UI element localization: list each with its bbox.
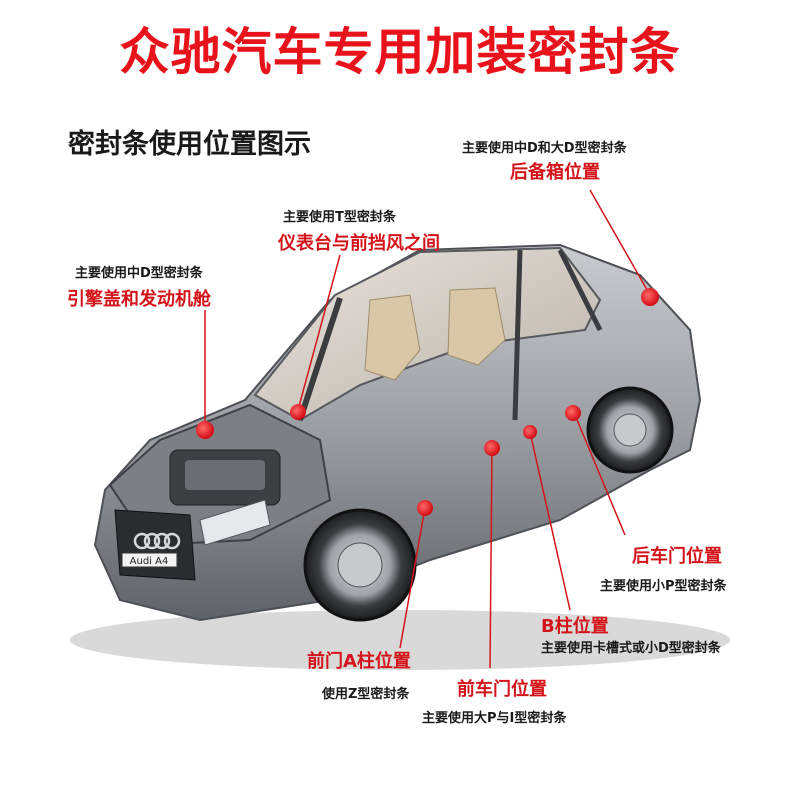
- marker-front-door: [484, 440, 500, 456]
- marker-engine: [196, 421, 214, 439]
- engine-desc: 主要使用中D型密封条: [75, 266, 203, 281]
- a-pillar-desc: 使用Z型密封条: [322, 687, 410, 702]
- marker-rear-door: [565, 405, 581, 421]
- marker-b-pillar: [523, 425, 537, 439]
- diagram-subtitle: 密封条使用位置图示: [68, 129, 311, 160]
- marker-trunk: [641, 288, 659, 306]
- dash-desc: 主要使用T型密封条: [283, 210, 396, 225]
- front-door-location: 前车门位置: [457, 679, 547, 700]
- b-pillar-location: B柱位置: [541, 616, 609, 637]
- engine-location: 引擎盖和发动机舱: [67, 289, 211, 310]
- trunk-desc: 主要使用中D和大D型密封条: [462, 141, 627, 156]
- front-seat: [364, 294, 421, 381]
- a-pillar-location: 前门A柱位置: [307, 651, 411, 672]
- b-pillar-desc: 主要使用卡槽式或小D型密封条: [541, 641, 721, 656]
- rear-door-location: 后车门位置: [632, 546, 722, 567]
- audi-rings-logo: [133, 532, 181, 550]
- dash-location: 仪表台与前挡风之间: [278, 233, 440, 254]
- trunk-location: 后备箱位置: [510, 162, 600, 183]
- marker-a-pillar: [417, 500, 433, 516]
- car-badge: Audi A4: [130, 556, 169, 567]
- rear-seat: [447, 287, 506, 366]
- front-door-desc: 主要使用大P与I型密封条: [422, 711, 567, 726]
- page-title: 众驰汽车专用加装密封条: [119, 23, 681, 81]
- rear-door-desc: 主要使用小P型密封条: [600, 579, 727, 594]
- marker-dashboard: [290, 404, 306, 420]
